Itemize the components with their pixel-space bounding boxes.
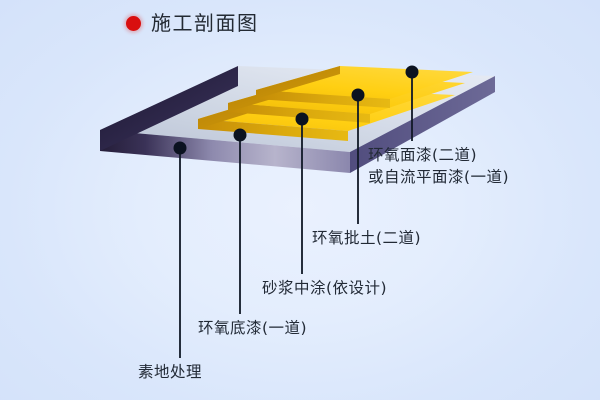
label-epoxy-putty: 环氧批土(二道) (312, 227, 421, 249)
label-epoxy-primer: 环氧底漆(一道) (198, 317, 307, 339)
leader-dot-putty (351, 88, 365, 102)
leader-dot-primer (233, 128, 247, 142)
label-epoxy-putty-line1: 环氧批土(二道) (312, 229, 422, 247)
coating-slab-3-left-face (256, 66, 340, 99)
substrate-slab-right-face (350, 76, 495, 173)
label-substrate-treatment-line1: 素地处理 (138, 363, 203, 381)
label-epoxy-topcoat-line2: 或自流平面漆(一道) (368, 168, 510, 186)
page-title-label: 施工剖面图 (151, 11, 259, 35)
label-epoxy-topcoat: 环氧面漆(二道) 或自流平面漆(一道) (368, 144, 509, 188)
label-mortar-midcoat-line1: 砂浆中涂(依设计) (262, 279, 388, 297)
label-mortar-midcoat: 砂浆中涂(依设计) (262, 277, 387, 299)
leader-dot-substrate (173, 141, 187, 155)
label-substrate-treatment: 素地处理 (138, 361, 202, 383)
red-dot-icon (126, 15, 141, 31)
substrate-slab-left-face (100, 66, 238, 151)
coating-slab-1-front (198, 119, 348, 141)
coating-slab-3-front (256, 90, 390, 108)
leader-lines (179, 74, 413, 358)
label-epoxy-topcoat-line1: 环氧面漆(二道) (368, 146, 478, 164)
coating-slab-3-top (256, 66, 473, 99)
substrate-slab-front (100, 130, 350, 173)
coating-slab-2-front (228, 103, 370, 123)
page-title: 施工剖面图 (126, 13, 259, 33)
leader-dot-topcoat (405, 65, 419, 79)
leader-dots (173, 65, 419, 155)
leader-dot-mortar (295, 112, 309, 126)
label-epoxy-primer-line1: 环氧底漆(一道) (198, 319, 308, 337)
